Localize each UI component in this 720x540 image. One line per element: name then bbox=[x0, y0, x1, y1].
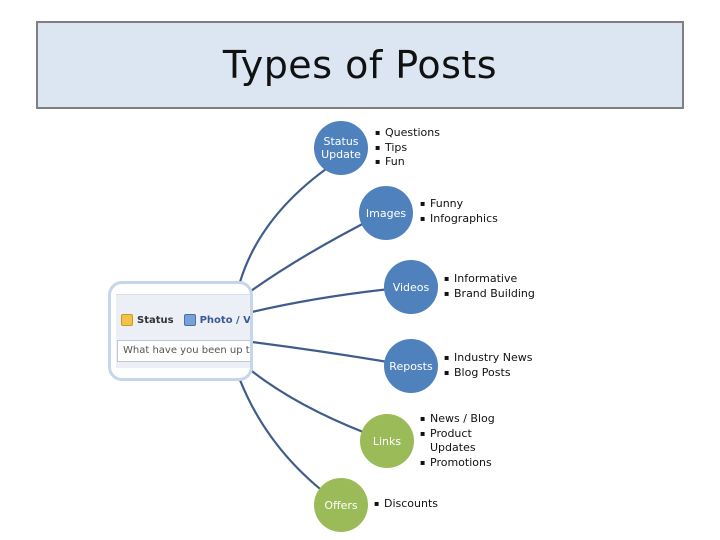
node-offers-label: Offers bbox=[324, 498, 358, 512]
photo-tab[interactable]: Photo / V bbox=[183, 314, 251, 326]
list-item: Discounts bbox=[374, 497, 438, 512]
node-images-label: Images bbox=[365, 206, 407, 220]
list-item: Fun bbox=[375, 155, 440, 170]
status-tab-label: Status bbox=[137, 314, 174, 326]
list-item: Funny bbox=[420, 197, 498, 212]
status-update-bullets: Questions Tips Fun bbox=[375, 126, 440, 170]
list-item: News / Blog bbox=[420, 412, 506, 427]
node-images: Images bbox=[359, 186, 413, 240]
node-reposts-label: Reposts bbox=[389, 359, 433, 373]
photo-tab-label: Photo / V bbox=[199, 314, 251, 326]
links-bullets: News / Blog Product Updates Promotions bbox=[420, 412, 506, 470]
photo-icon bbox=[183, 314, 196, 326]
videos-bullets: Informative Brand Building bbox=[444, 272, 535, 301]
reposts-bullets: Industry News Blog Posts bbox=[444, 351, 532, 380]
status-input[interactable]: What have you been up to bbox=[117, 340, 250, 362]
status-pencil-icon bbox=[121, 314, 133, 326]
node-offers: Offers bbox=[314, 478, 368, 532]
status-widget: Status Photo / V What have you been up t… bbox=[108, 281, 253, 381]
list-item: Blog Posts bbox=[444, 366, 532, 381]
list-item: Informative bbox=[444, 272, 535, 287]
connector-status-update bbox=[238, 157, 343, 283]
node-links: Links bbox=[360, 414, 414, 468]
node-reposts: Reposts bbox=[384, 339, 438, 393]
node-status-update: Status Update bbox=[314, 121, 368, 175]
title-box: Types of Posts bbox=[36, 21, 684, 109]
node-videos: Videos bbox=[384, 260, 438, 314]
list-item: Brand Building bbox=[444, 287, 535, 302]
offers-bullets: Discounts bbox=[374, 497, 438, 512]
status-tab[interactable]: Status bbox=[121, 314, 174, 326]
list-item: Product Updates bbox=[420, 427, 506, 456]
list-item: Questions bbox=[375, 126, 440, 141]
node-videos-label: Videos bbox=[392, 280, 430, 294]
list-item: Tips bbox=[375, 141, 440, 156]
list-item: Promotions bbox=[420, 456, 506, 471]
list-item: Industry News bbox=[444, 351, 532, 366]
status-widget-tabs: Status Photo / V bbox=[121, 314, 251, 326]
node-status-update-label: Status Update bbox=[321, 135, 361, 161]
node-links-label: Links bbox=[372, 434, 402, 448]
list-item: Infographics bbox=[420, 212, 498, 227]
images-bullets: Funny Infographics bbox=[420, 197, 498, 226]
page-title: Types of Posts bbox=[222, 43, 498, 87]
